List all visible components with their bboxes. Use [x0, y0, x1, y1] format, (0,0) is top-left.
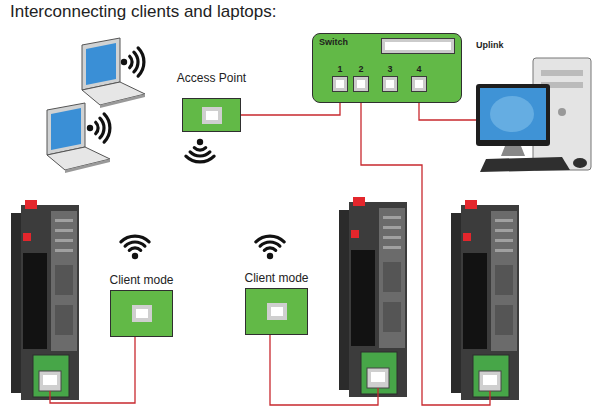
laptop-illustration [47, 103, 110, 173]
diagram-title: Interconnecting clients and laptops: [10, 2, 277, 22]
device-label: Client mode [109, 273, 173, 287]
wifi-symbol [256, 236, 284, 259]
port-label: 1 [337, 64, 342, 74]
plc-illustration [11, 200, 79, 400]
pc-illustration [476, 58, 591, 172]
switch-box: SwitchUplink1234 [312, 33, 462, 103]
device-label: Access Point [177, 71, 246, 85]
port-label: Uplink [476, 40, 504, 50]
plc-illustration [451, 200, 519, 400]
port-label: 2 [358, 64, 363, 74]
wifi-symbol [87, 114, 110, 142]
device-label: Switch [319, 37, 348, 47]
switch-port: 2 [353, 76, 369, 92]
laptop-illustration [82, 38, 145, 108]
plc-illustration [339, 197, 407, 397]
client-box: Client mode [110, 290, 173, 337]
port-label: 3 [387, 64, 392, 74]
uplink-port: Uplink [381, 38, 455, 54]
client-box: Client mode [245, 288, 308, 335]
switch-port: 1 [332, 76, 348, 92]
switch-port: 3 [382, 76, 398, 92]
switch-port: 4 [411, 76, 427, 92]
wifi-symbol [121, 236, 149, 259]
wifi-symbol [121, 48, 144, 76]
port-label: 4 [416, 64, 421, 74]
network-cable [361, 92, 490, 405]
network-cable [50, 337, 135, 403]
network-cable [270, 335, 378, 405]
access-point-box: Access Point [182, 98, 241, 132]
device-label: Client mode [244, 271, 308, 285]
wifi-symbol [186, 139, 214, 162]
network-cables [50, 92, 490, 405]
